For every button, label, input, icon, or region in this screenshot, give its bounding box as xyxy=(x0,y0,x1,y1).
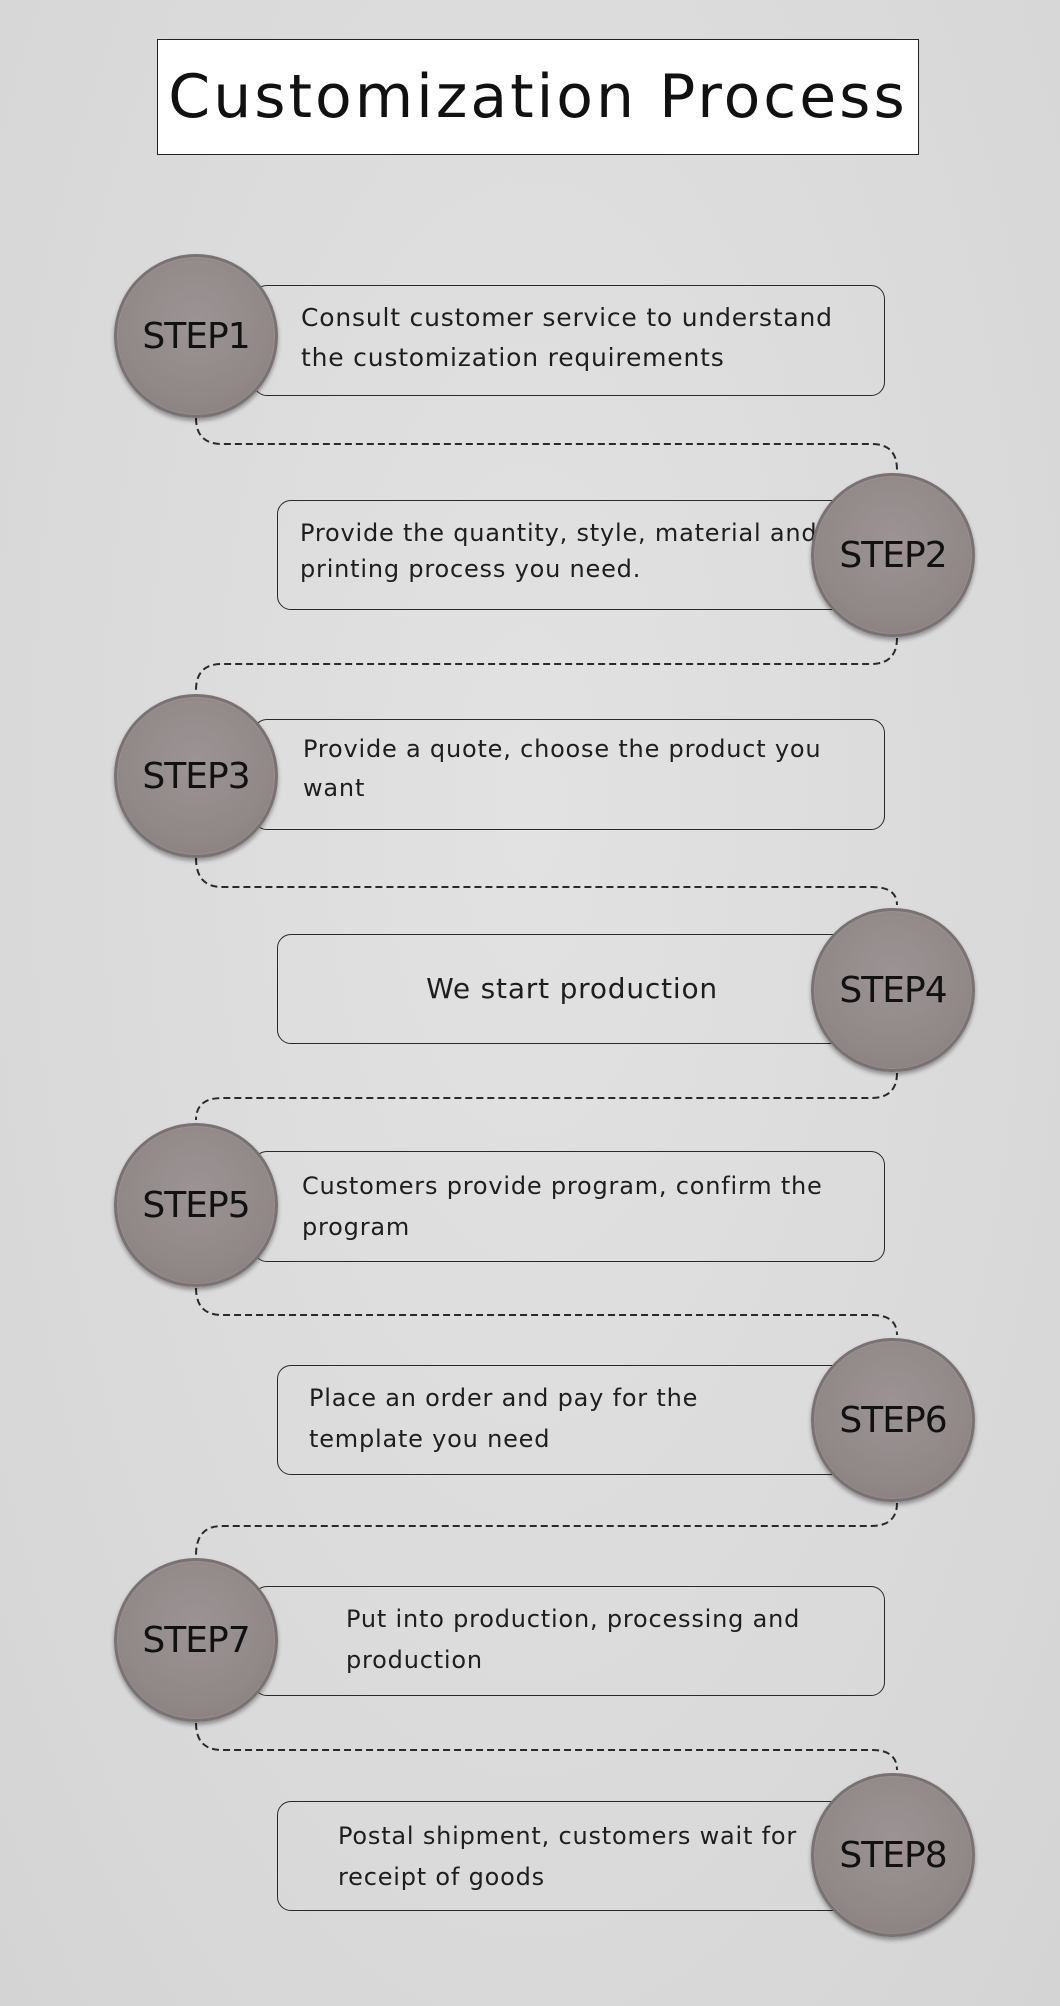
step-1-text: Consult customer service to understand t… xyxy=(301,303,833,372)
page-title: Customization Process xyxy=(168,62,908,132)
step-7-text: Put into production, processing and prod… xyxy=(346,1605,801,1674)
step-7-label: STEP7 xyxy=(142,1619,250,1661)
step-4-circle: STEP4 xyxy=(811,908,975,1072)
connector-7-8 xyxy=(195,1722,898,1771)
step-5-box: Customers provide program, confirm the p… xyxy=(253,1151,885,1262)
step-8-circle: STEP8 xyxy=(811,1773,975,1937)
connector-1-2 xyxy=(195,417,898,471)
step-8-text: Postal shipment, customers wait for rece… xyxy=(338,1822,798,1891)
step-6-text: Place an order and pay for the template … xyxy=(309,1384,699,1453)
step-2-label: STEP2 xyxy=(839,534,947,576)
step-4-label: STEP4 xyxy=(839,969,947,1011)
step-3-text: Provide a quote, choose the product you … xyxy=(303,735,822,802)
step-7-box: Put into production, processing and prod… xyxy=(253,1586,885,1696)
step-5-text: Customers provide program, confirm the p… xyxy=(302,1172,823,1241)
step-4-box: We start production xyxy=(277,934,877,1044)
step-5-circle: STEP5 xyxy=(114,1123,278,1287)
connector-2-3 xyxy=(195,637,898,691)
step-6-label: STEP6 xyxy=(839,1399,947,1441)
step-2-text: Provide the quantity, style, material an… xyxy=(300,519,818,583)
step-5-label: STEP5 xyxy=(142,1184,250,1226)
step-8-label: STEP8 xyxy=(839,1834,947,1876)
step-3-label: STEP3 xyxy=(142,755,250,797)
connector-3-4 xyxy=(195,857,898,906)
step-8-box: Postal shipment, customers wait for rece… xyxy=(277,1801,877,1911)
step-6-box: Place an order and pay for the template … xyxy=(277,1365,877,1475)
connector-6-7 xyxy=(195,1502,898,1556)
step-3-circle: STEP3 xyxy=(114,694,278,858)
step-2-box: Provide the quantity, style, material an… xyxy=(277,500,877,610)
step-3-box: Provide a quote, choose the product you … xyxy=(253,719,885,830)
connector-4-5 xyxy=(195,1072,898,1121)
step-6-circle: STEP6 xyxy=(811,1338,975,1502)
step-7-circle: STEP7 xyxy=(114,1558,278,1722)
step-2-circle: STEP2 xyxy=(811,473,975,637)
step-1-circle: STEP1 xyxy=(114,254,278,418)
step-1-label: STEP1 xyxy=(142,315,250,357)
step-4-text: We start production xyxy=(426,972,718,1005)
step-1-box: Consult customer service to understand t… xyxy=(253,285,885,396)
connector-5-6 xyxy=(195,1287,898,1336)
title-box: Customization Process xyxy=(157,39,919,155)
